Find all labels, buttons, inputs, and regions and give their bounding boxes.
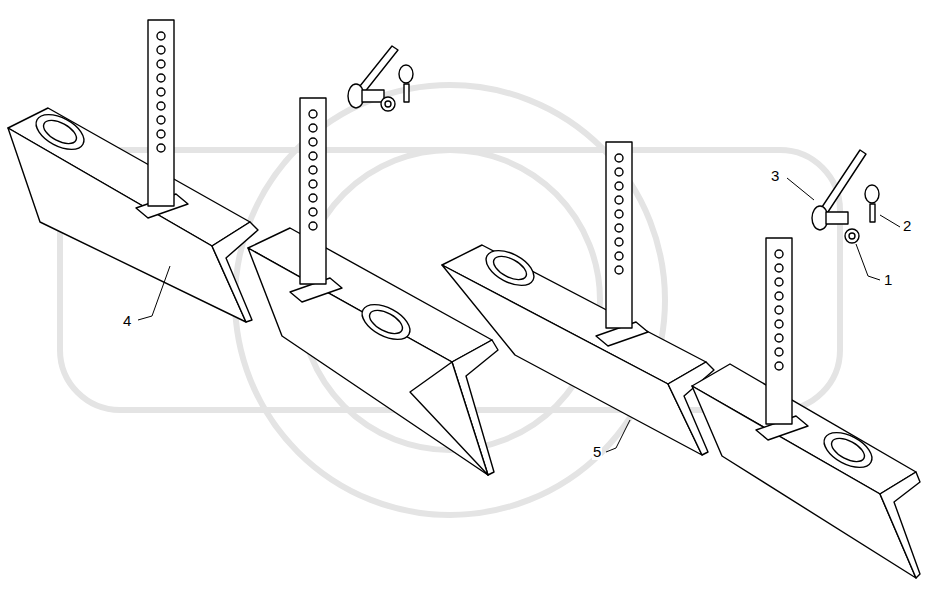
callout-number: 5 [592, 444, 602, 460]
leader-lines [138, 178, 900, 452]
callout-number: 3 [770, 168, 780, 184]
callout-number: 2 [902, 218, 912, 234]
upright-holes [157, 32, 783, 370]
beam-right [442, 243, 920, 578]
pin-set [348, 46, 879, 243]
callout-number: 4 [122, 313, 132, 329]
beam-left [8, 107, 498, 475]
callout-number: 1 [883, 272, 893, 288]
upright-plate [136, 20, 808, 440]
